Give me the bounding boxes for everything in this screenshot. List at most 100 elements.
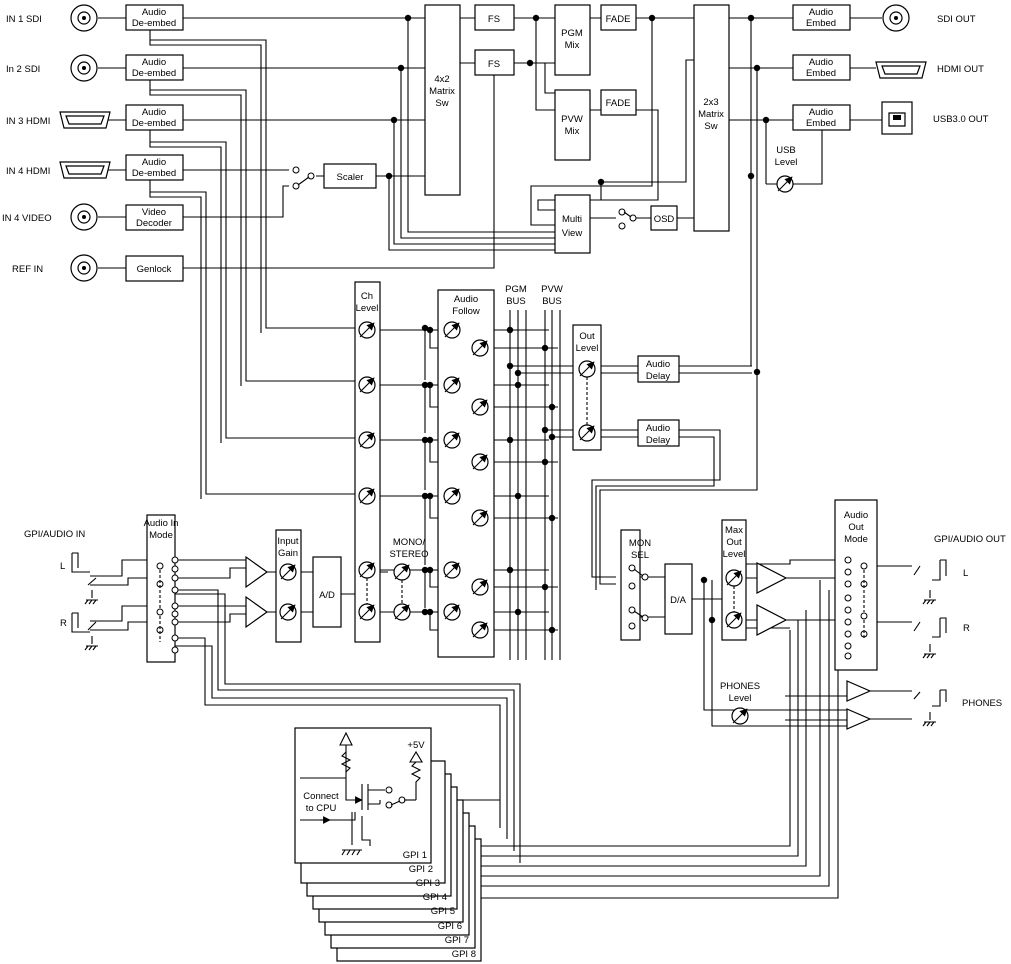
svg-text:Matrix: Matrix bbox=[698, 109, 724, 120]
label-in3-hdmi: IN 3 HDMI bbox=[6, 116, 50, 127]
gpi-card-5: GPI 5 bbox=[431, 906, 455, 917]
bnc-in2 bbox=[70, 54, 98, 82]
svg-text:PVW: PVW bbox=[541, 284, 563, 295]
svg-text:Audio: Audio bbox=[809, 107, 833, 118]
embed-box-1 bbox=[792, 4, 851, 31]
svg-text:Decoder: Decoder bbox=[136, 218, 172, 229]
svg-text:Out: Out bbox=[848, 522, 864, 533]
fs-box-2 bbox=[474, 49, 515, 76]
level-pots bbox=[279, 175, 794, 725]
gpi-card-3: GPI 3 bbox=[416, 878, 440, 889]
label-phones: PHONES bbox=[962, 698, 1002, 709]
bnc-sdi-out bbox=[882, 4, 910, 32]
label-out-r: R bbox=[963, 623, 970, 634]
svg-text:FS: FS bbox=[488, 14, 500, 25]
svg-text:Level: Level bbox=[356, 303, 379, 314]
svg-text:FS: FS bbox=[488, 59, 500, 70]
svg-text:4x2: 4x2 bbox=[434, 74, 449, 85]
gpi-card-4: GPI 4 bbox=[423, 892, 447, 903]
svg-text:OSD: OSD bbox=[654, 214, 675, 225]
svg-text:De-embed: De-embed bbox=[132, 68, 176, 79]
pgm-mix-box bbox=[554, 4, 591, 76]
svg-text:PGM: PGM bbox=[505, 284, 527, 295]
gpi-card-7: GPI 7 bbox=[445, 935, 469, 946]
svg-text:Level: Level bbox=[775, 157, 798, 168]
fade-box-1 bbox=[600, 4, 637, 31]
svg-text:Level: Level bbox=[723, 549, 746, 560]
svg-text:D/A: D/A bbox=[670, 595, 687, 606]
ground-symbols bbox=[84, 599, 936, 727]
label-in2-sdi: In 2 SDI bbox=[6, 64, 40, 75]
svg-text:Delay: Delay bbox=[646, 435, 671, 446]
svg-text:2x3: 2x3 bbox=[703, 97, 718, 108]
bnc-in4-video bbox=[70, 203, 98, 231]
svg-text:Audio: Audio bbox=[454, 294, 478, 305]
gpi-card-stack bbox=[294, 727, 482, 962]
svg-text:BUS: BUS bbox=[506, 296, 526, 307]
hdmi-in3 bbox=[59, 111, 111, 129]
da-box bbox=[664, 563, 693, 635]
svg-text:Video: Video bbox=[142, 207, 166, 218]
multi-view-box bbox=[554, 194, 591, 254]
svg-text:MON: MON bbox=[629, 538, 651, 549]
svg-text:Audio: Audio bbox=[646, 423, 670, 434]
svg-text:Delay: Delay bbox=[646, 371, 671, 382]
audio-delay-box-2 bbox=[637, 419, 680, 447]
svg-text:Audio: Audio bbox=[142, 57, 166, 68]
switch-contacts bbox=[156, 166, 868, 660]
label-in4-hdmi: IN 4 HDMI bbox=[6, 166, 50, 177]
diagram-text: IN 1 SDI In 2 SDI IN 3 HDMI IN 4 HDMI IN… bbox=[2, 7, 1006, 960]
bnc-ref-in bbox=[70, 254, 98, 282]
svg-text:FADE: FADE bbox=[606, 98, 631, 109]
svg-text:PVW: PVW bbox=[561, 114, 583, 125]
svg-text:A/D: A/D bbox=[319, 590, 335, 601]
svg-text:Out: Out bbox=[726, 537, 742, 548]
gpi-card-8: GPI 8 bbox=[452, 949, 476, 960]
svg-text:Follow: Follow bbox=[452, 306, 480, 317]
svg-text:Ch: Ch bbox=[361, 291, 373, 302]
input-gain-box bbox=[275, 529, 302, 643]
audio-jacks bbox=[71, 552, 947, 720]
embed-box-2 bbox=[792, 54, 851, 81]
matrix-2x3-box bbox=[693, 4, 730, 232]
de-embed-blocks bbox=[125, 4, 184, 282]
svg-text:Audio: Audio bbox=[646, 359, 670, 370]
label-out-l: L bbox=[963, 568, 968, 579]
audio-in-mode-box bbox=[146, 514, 176, 663]
svg-text:De-embed: De-embed bbox=[132, 18, 176, 29]
matrix-4x2-box bbox=[424, 4, 461, 196]
svg-text:SEL: SEL bbox=[631, 550, 649, 561]
svg-text:Input: Input bbox=[277, 536, 298, 547]
label-hdmi-out: HDMI OUT bbox=[937, 64, 984, 75]
gpi-card-1: GPI 1 bbox=[403, 850, 427, 861]
label-in4-video: IN 4 VIDEO bbox=[2, 213, 52, 224]
hdmi-out-icon bbox=[875, 61, 927, 79]
ch-level-box bbox=[354, 281, 381, 643]
svg-text:Connect: Connect bbox=[303, 791, 339, 802]
fs-box-1 bbox=[474, 4, 515, 31]
svg-text:Genlock: Genlock bbox=[137, 264, 172, 275]
bnc-in1 bbox=[70, 4, 98, 32]
label-ref-in: REF IN bbox=[12, 264, 43, 275]
audio-delay-box-1 bbox=[637, 355, 680, 383]
svg-text:Matrix: Matrix bbox=[429, 86, 455, 97]
svg-text:Multi: Multi bbox=[562, 214, 582, 225]
svg-text:MONO/: MONO/ bbox=[393, 537, 426, 548]
label-in-l: L bbox=[60, 561, 65, 572]
svg-text:Embed: Embed bbox=[806, 118, 836, 129]
scaler-box bbox=[323, 163, 377, 189]
svg-text:Out: Out bbox=[579, 331, 595, 342]
svg-text:Mix: Mix bbox=[565, 126, 580, 137]
svg-text:Embed: Embed bbox=[806, 18, 836, 29]
gpi-card-6: GPI 6 bbox=[438, 921, 462, 932]
label-usb-out: USB3.0 OUT bbox=[933, 114, 989, 125]
svg-text:Level: Level bbox=[729, 693, 752, 704]
svg-text:Mode: Mode bbox=[149, 530, 173, 541]
label-in1-sdi: IN 1 SDI bbox=[6, 14, 42, 25]
label-in-r: R bbox=[60, 618, 67, 629]
svg-text:View: View bbox=[562, 228, 583, 239]
svg-text:PHONES: PHONES bbox=[720, 681, 760, 692]
svg-text:Audio: Audio bbox=[844, 510, 868, 521]
svg-text:Embed: Embed bbox=[806, 68, 836, 79]
